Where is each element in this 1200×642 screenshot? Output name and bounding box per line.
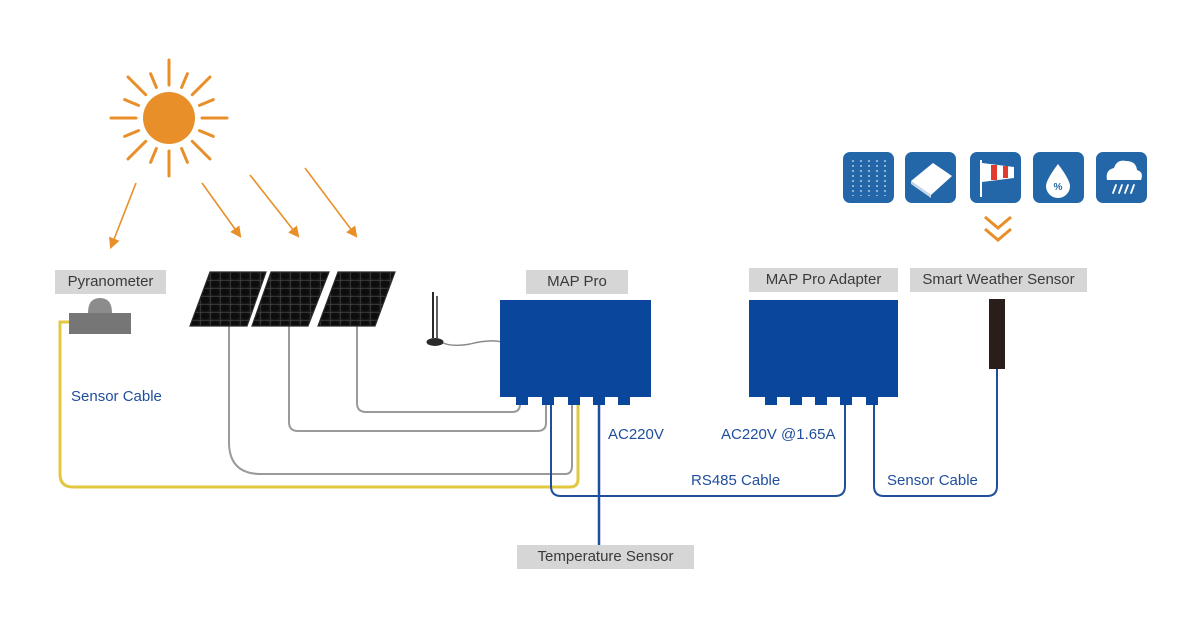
adapter-power-label: AC220V @1.65A bbox=[721, 426, 836, 443]
antenna-icon bbox=[426, 292, 444, 346]
map-pro-adapter-device bbox=[749, 300, 898, 405]
rs485-cable bbox=[550, 402, 846, 497]
pyranometer-label: Pyranometer bbox=[55, 270, 166, 294]
pyranometer-device bbox=[69, 298, 131, 334]
svg-text:%: % bbox=[1054, 182, 1063, 193]
smart-weather-sensor-device bbox=[989, 299, 1005, 369]
solar-panel-2 bbox=[251, 271, 330, 327]
solar-panel-1 bbox=[189, 271, 267, 327]
solar-panel-3 bbox=[317, 271, 396, 327]
map-pro-label: MAP Pro bbox=[526, 270, 628, 294]
rain-icon bbox=[1096, 152, 1147, 203]
sunlight-arrows bbox=[109, 167, 358, 250]
map-pro-adapter-label: MAP Pro Adapter bbox=[749, 268, 898, 292]
weather-sensor-cable bbox=[873, 368, 998, 497]
wind-direction-icon bbox=[970, 152, 1021, 203]
humidity-icon: % bbox=[1033, 152, 1084, 203]
panel-cables bbox=[228, 326, 573, 475]
wind-speed-icon bbox=[843, 152, 894, 203]
chevron-down-icon bbox=[984, 215, 1012, 242]
sensor-cable-left-label: Sensor Cable bbox=[71, 388, 162, 405]
map-pro-power-label: AC220V bbox=[608, 426, 664, 443]
pyranometer-cable bbox=[58, 320, 580, 489]
map-pro-device bbox=[500, 300, 651, 405]
sun-icon bbox=[109, 58, 229, 178]
smart-weather-sensor-label: Smart Weather Sensor bbox=[910, 268, 1087, 292]
rs485-cable-label: RS485 Cable bbox=[691, 472, 781, 489]
antenna-cable bbox=[437, 339, 503, 347]
solar-radiation-icon bbox=[905, 152, 956, 203]
sensor-cable-right-label: Sensor Cable bbox=[887, 472, 978, 489]
temperature-sensor-label: Temperature Sensor bbox=[517, 545, 694, 569]
